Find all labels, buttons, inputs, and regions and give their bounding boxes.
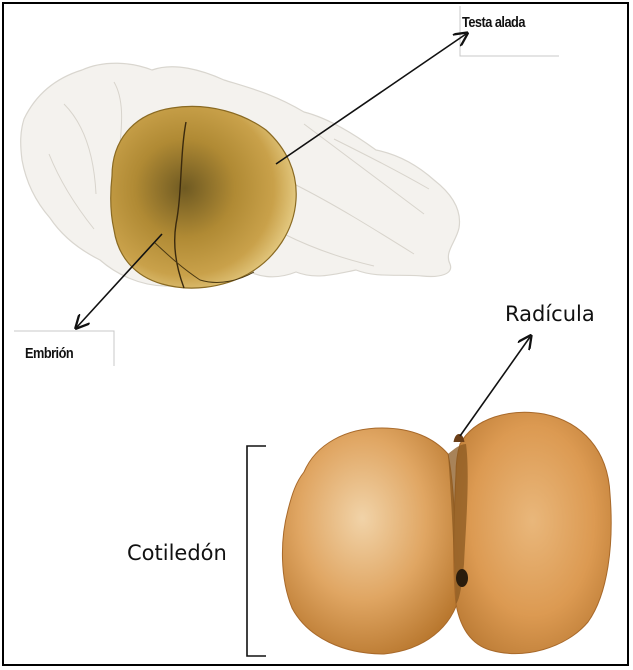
cotyledon-bracket [247, 446, 266, 656]
cotyledon-left [282, 428, 460, 654]
germinating-seed [282, 412, 611, 654]
label-testa-alada: Testa alada [462, 14, 525, 31]
label-radicula: Radícula [505, 302, 595, 326]
hilum [456, 569, 468, 587]
seed-diagram [4, 4, 629, 666]
winged-seed [21, 63, 460, 288]
label-embrion: Embrión [25, 345, 73, 362]
arrow-testa [276, 34, 466, 164]
cotyledon-right [454, 412, 611, 653]
label-cotiledon: Cotiledón [127, 541, 227, 565]
radicle-tip [454, 435, 464, 443]
